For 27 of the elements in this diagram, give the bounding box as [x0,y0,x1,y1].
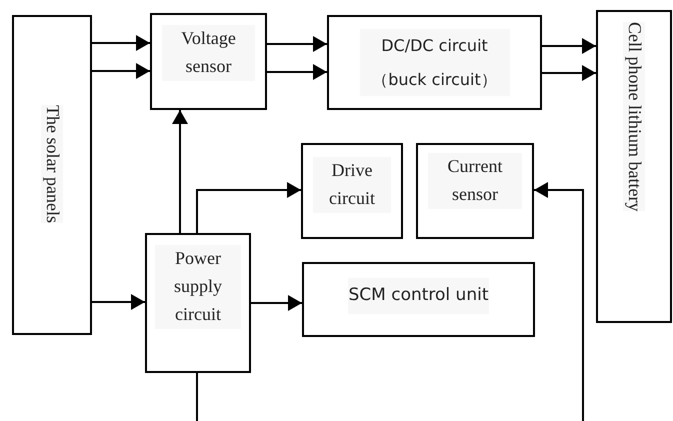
arrow [534,182,584,421]
block-label: The solar panels [41,105,63,223]
arrow [251,295,302,311]
arrow [92,63,150,79]
arrow [92,35,150,51]
arrow [172,110,188,233]
block-box [145,233,251,373]
block-label: SCM control unit [348,278,488,314]
block-label: Cell phone lithium battery [623,22,645,212]
block-box [150,13,267,110]
arrow [196,182,301,233]
block-box [302,262,535,337]
block-box [301,143,403,239]
block-label: DC/DC circuit （buck circuit） [360,29,510,96]
arrow [92,294,145,310]
block-box [596,10,672,323]
block-box [12,15,92,335]
block-label: Voltage sensor [162,25,255,81]
arrow [267,36,327,52]
block-label: Power supply circuit [155,245,241,329]
arrow [542,38,596,54]
block-label: Current sensor [428,153,522,209]
block-box [416,143,534,239]
block-label: Drive circuit [313,157,391,213]
arrow [267,64,327,80]
arrow [542,65,596,81]
block-box [327,15,542,110]
